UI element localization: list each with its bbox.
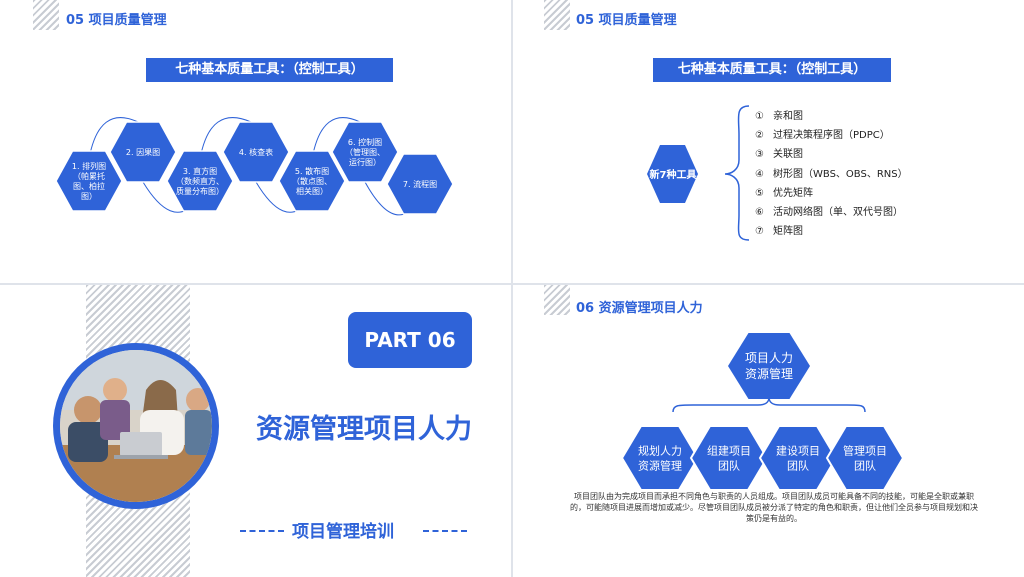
child-label: 组建项目团队 [707, 443, 751, 472]
section-title: 06 资源管理项目人力 [576, 301, 703, 316]
tool-hexagon [166, 150, 234, 212]
child-hexagon [825, 425, 905, 491]
hatch-decoration [33, 0, 59, 30]
slide-hr-management[interactable]: 06 资源管理项目人力 项目人力资源管理规划人力资源管理组建项目团队建设项目团队… [513, 285, 1024, 577]
hub-label: 新7种工具 [650, 168, 697, 181]
child-hexagon [620, 425, 700, 491]
banner: 七种基本质量工具：（控制工具） [653, 58, 891, 82]
list-item: ① 亲和图 [755, 107, 803, 122]
section-title: 05 项目质量管理 [576, 13, 677, 28]
team-photo-illustration [60, 350, 212, 502]
hub-hexagon [647, 145, 698, 203]
dash-right [423, 530, 467, 532]
item-number: ③ [755, 149, 764, 161]
item-text: 亲和图 [773, 111, 803, 122]
item-number: ② [755, 130, 764, 142]
child-label: 规划人力资源管理 [638, 443, 682, 472]
item-number: ① [755, 111, 764, 122]
item-text: 活动网络图（单、双代号图） [773, 207, 903, 218]
item-number: ⑦ [755, 226, 764, 238]
part-label: PART 06 [348, 312, 472, 368]
tools-hexagon-chain: 1. 排列图（帕累托图、柏拉图） 2. 因果图 3. 直方图（数频直方、质量分布图）… [55, 117, 454, 216]
connector-arc [88, 117, 139, 160]
item-number: ⑥ [755, 207, 764, 218]
tree-brace [672, 396, 866, 413]
tool-label: 4. 核查表 [239, 147, 273, 157]
list-item: ② 过程决策程序图（PDPC） [755, 126, 890, 141]
item-text: 矩阵图 [773, 226, 803, 238]
list-item: ⑥ 活动网络图（单、双代号图） [755, 203, 903, 218]
tool-label: 5. 散布图（散点图、相关图） [292, 166, 332, 196]
tool-hexagon [55, 150, 123, 212]
child-label: 管理项目团队 [843, 443, 887, 472]
tool-hexagon [386, 153, 454, 215]
page-subtitle: 项目管理培训 [292, 522, 394, 542]
hatch-decoration [544, 285, 570, 315]
hub-diagram: 新7种工具 [647, 105, 750, 241]
connector-arc [311, 117, 361, 160]
list-item: ④ 树形图（WBS、OBS、RNS） [755, 165, 908, 180]
list-item: ⑦ 矩阵图 [755, 222, 803, 237]
section-title: 05 项目质量管理 [66, 13, 167, 28]
tool-label: 3. 直方图（数频直方、质量分布图） [176, 166, 224, 196]
tool-label: 7. 流程图 [403, 179, 437, 189]
banner: 七种基本质量工具：（控制工具） [146, 58, 393, 82]
item-number: ④ [755, 168, 764, 180]
slide-part-06[interactable]: PART 06 资源管理项目人力 项目管理培训 [0, 285, 511, 577]
dash-left [240, 530, 284, 532]
tool-hexagon [278, 150, 346, 212]
root-hexagon [728, 333, 810, 399]
tool-label: 6. 控制图（管理图、运行图） [345, 137, 385, 167]
description: 项目团队由为完成项目而承担不同角色与职责的人员组成。项目团队成员可能具备不同的技… [570, 492, 978, 523]
list-item: ③ 关联图 [755, 145, 803, 160]
child-hexagon [689, 425, 769, 491]
item-text: 过程决策程序图（PDPC） [773, 130, 890, 142]
root-label: 项目人力资源管理 [745, 351, 793, 381]
page-title: 资源管理项目人力 [256, 414, 472, 445]
child-hexagon [758, 425, 838, 491]
tool-label: 1. 排列图（帕累托图、柏拉图） [72, 161, 106, 201]
item-text: 树形图（WBS、OBS、RNS） [773, 168, 908, 180]
slide-quality-tools[interactable]: 05 项目质量管理 七种基本质量工具：（控制工具） 1. 排列图（帕累托图、柏拉… [0, 0, 511, 283]
tool-hexagon [222, 121, 290, 183]
connector-arc [199, 117, 252, 160]
list-item: ⑤ 优先矩阵 [755, 184, 813, 199]
team-photo [60, 350, 212, 502]
slide-new-seven-tools[interactable]: 05 项目质量管理 七种基本质量工具：（控制工具） 新7种工具 ① 亲和图 ② 过程决… [513, 0, 1024, 283]
item-text: 关联图 [773, 149, 803, 161]
item-text: 优先矩阵 [773, 187, 813, 199]
item-number: ⑤ [755, 187, 764, 199]
tool-hexagon [109, 121, 177, 183]
tool-hexagon [331, 121, 399, 183]
brace [724, 105, 750, 241]
child-label: 建设项目团队 [776, 443, 820, 472]
tool-label: 2. 因果图 [126, 148, 160, 157]
hatch-decoration [544, 0, 570, 30]
